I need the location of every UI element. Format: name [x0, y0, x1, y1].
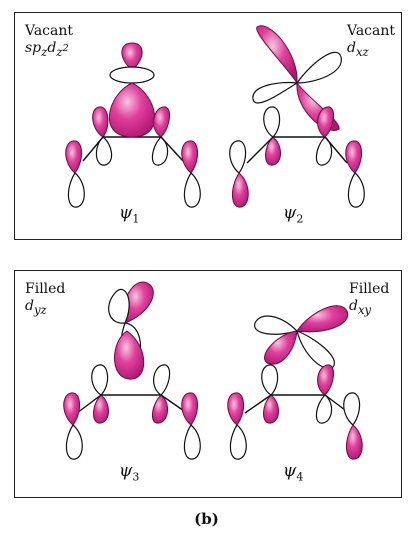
p-lobe-shaded — [93, 394, 109, 424]
orbital-mid: d — [47, 40, 57, 57]
p-lobe-shaded — [65, 140, 82, 174]
orbital-sub: yz — [33, 302, 47, 317]
orbital-base: sp — [25, 40, 42, 57]
p-lobe-shaded — [345, 140, 362, 174]
orbital-base: d — [25, 298, 34, 314]
dyz-lobe-white — [108, 288, 130, 324]
dxy-lobe-shaded — [296, 305, 349, 333]
psi4-symbol: ψ4 — [283, 461, 304, 484]
psi4-molecule — [227, 305, 363, 460]
dz2-bottom-lobe — [108, 82, 156, 138]
dz2-torus-ring — [109, 66, 155, 84]
psi2-molecule — [229, 25, 365, 208]
psi3-orbital: dyz — [25, 298, 65, 319]
p-lobe-white — [343, 392, 361, 426]
orbital-sub: xz — [355, 44, 369, 59]
bond-line — [160, 136, 184, 162]
p-lobe-white — [67, 172, 85, 208]
p-lobe-shaded — [346, 424, 363, 460]
p-lobe-shaded — [317, 106, 334, 138]
psi2-orbital-label: Vacant dxz — [347, 23, 395, 61]
p-lobe-white — [229, 424, 247, 460]
dz2-top-lobe — [121, 42, 143, 71]
dxz-lobe-white — [295, 51, 342, 84]
bond-line — [324, 136, 348, 164]
panel-vacant-orbitals: Vacant spzdz2 Vacant dxz ψ1 ψ2 — [14, 12, 402, 240]
psi1-orbital: spzdz2 — [25, 40, 73, 61]
p-lobe-shaded — [152, 394, 168, 424]
psi3-symbol: ψ3 — [119, 461, 140, 484]
p-lobe-shaded — [92, 106, 109, 138]
dxz-lobe-white — [252, 81, 299, 104]
p-lobe-shaded — [63, 392, 80, 426]
psi4-state: Filled — [349, 281, 390, 297]
p-lobe-white — [183, 424, 201, 460]
psi3-orbital-label: Filled dyz — [25, 281, 65, 319]
bond-line — [82, 136, 104, 162]
psi2-state: Vacant — [347, 23, 396, 39]
p-lobe-white — [91, 364, 109, 396]
panel-filled-orbitals: Filled dyz Filled dxy ψ3 ψ4 — [14, 270, 402, 498]
psi4-orbital: dxy — [349, 298, 389, 319]
figure-caption: (b) — [194, 510, 219, 528]
p-lobe-white — [95, 136, 113, 166]
p-lobe-shaded — [265, 136, 281, 166]
p-lobe-white — [183, 172, 201, 208]
psi1-molecule — [65, 42, 201, 208]
p-lobe-white — [347, 172, 365, 208]
dxz-lobe-shaded — [256, 25, 298, 85]
orbital-base: d — [347, 40, 356, 56]
psi1-orbital-label: Vacant spzdz2 — [25, 23, 73, 61]
dxy-lobe-white — [296, 330, 335, 369]
psi1-state: Vacant — [25, 23, 74, 39]
p-lobe-shaded — [181, 140, 198, 174]
panel-bottom-drawing — [63, 281, 363, 460]
p-lobe-white — [65, 424, 83, 460]
bond-line — [76, 394, 102, 414]
psi2-symbol: ψ2 — [283, 203, 304, 226]
orbital-sub: xy — [357, 302, 372, 317]
orbital-base: d — [349, 298, 358, 314]
psi3-state: Filled — [25, 281, 66, 297]
p-lobe-white — [263, 106, 281, 138]
orbital-sub: z — [41, 44, 48, 59]
p-lobe-shaded — [227, 392, 244, 426]
p-lobe-white — [315, 136, 333, 166]
p-lobe-shaded — [263, 394, 279, 424]
p-lobe-white — [229, 140, 247, 174]
p-lobe-white — [153, 364, 171, 396]
bond-line — [244, 394, 272, 414]
psi3-molecule — [63, 281, 201, 460]
p-lobe-shaded — [181, 392, 198, 426]
p-lobe-white — [151, 136, 169, 166]
bond-line — [246, 136, 274, 164]
orbital-sub: z2 — [56, 43, 69, 59]
psi2-orbital: dxz — [347, 40, 395, 61]
p-lobe-white — [261, 364, 279, 396]
p-lobe-shaded — [232, 172, 249, 208]
orbital-sup: 2 — [62, 43, 69, 54]
p-lobe-white — [315, 394, 333, 424]
panel-top-drawing — [65, 25, 365, 208]
p-lobe-shaded — [317, 364, 334, 396]
p-lobe-shaded — [153, 106, 170, 138]
psi4-orbital-label: Filled dxy — [349, 281, 389, 319]
dxy-lobe-shaded — [264, 330, 298, 365]
dxy-lobe-white — [254, 315, 299, 335]
dyz-lobe-shaded — [114, 330, 145, 380]
psi1-symbol: ψ1 — [119, 203, 140, 226]
